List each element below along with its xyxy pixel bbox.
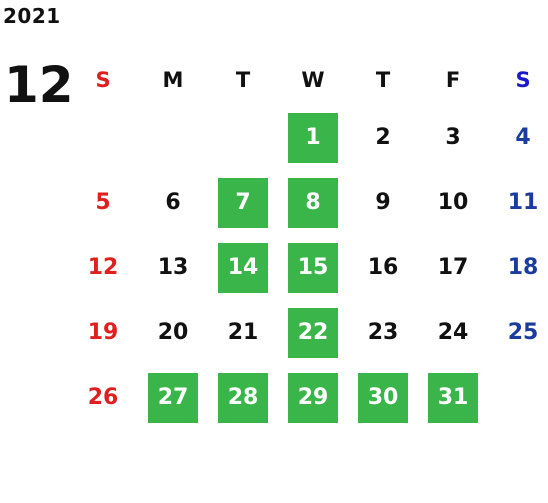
calendar-day: 22 xyxy=(278,300,348,365)
day-number: 24 xyxy=(437,320,469,345)
day-number: 14 xyxy=(227,255,259,280)
day-number: 27 xyxy=(157,385,189,410)
weekday-header-tuesday: T xyxy=(235,68,251,92)
calendar-year: 2021 xyxy=(3,4,61,28)
day-number: 22 xyxy=(297,320,329,345)
day-number: 9 xyxy=(375,190,391,215)
calendar-empty-cell xyxy=(68,105,138,170)
day-number: 11 xyxy=(507,190,539,215)
weekday-header-sunday: S xyxy=(95,68,111,92)
calendar-empty-cell xyxy=(138,105,208,170)
calendar-day: 10 xyxy=(418,170,488,235)
calendar-day: 26 xyxy=(68,365,138,430)
calendar-day: 6 xyxy=(138,170,208,235)
calendar-day: 24 xyxy=(418,300,488,365)
day-number: 16 xyxy=(367,255,399,280)
weekday-header-monday: M xyxy=(162,68,184,92)
calendar-day: 30 xyxy=(348,365,418,430)
day-number: 29 xyxy=(297,385,329,410)
calendar-day: 1 xyxy=(278,105,348,170)
day-number: 19 xyxy=(87,320,119,345)
day-number: 30 xyxy=(367,385,399,410)
calendar-empty-cell xyxy=(208,105,278,170)
weekday-header-wednesday: W xyxy=(301,68,325,92)
calendar-day: 3 xyxy=(418,105,488,170)
calendar-day: 19 xyxy=(68,300,138,365)
calendar-day: 31 xyxy=(418,365,488,430)
calendar-day: 29 xyxy=(278,365,348,430)
day-number: 20 xyxy=(157,320,189,345)
calendar-day: 15 xyxy=(278,235,348,300)
day-number: 4 xyxy=(515,125,531,150)
day-number: 10 xyxy=(437,190,469,215)
calendar-day: 18 xyxy=(488,235,548,300)
calendar-day: 8 xyxy=(278,170,348,235)
calendar-day: 5 xyxy=(68,170,138,235)
calendar-month: 12 xyxy=(4,56,74,114)
weekday-header-friday: F xyxy=(445,68,461,92)
day-number: 18 xyxy=(507,255,539,280)
calendar-day: 27 xyxy=(138,365,208,430)
calendar-day: 11 xyxy=(488,170,548,235)
day-number: 26 xyxy=(87,385,119,410)
calendar-day: 21 xyxy=(208,300,278,365)
calendar-day: 7 xyxy=(208,170,278,235)
day-number: 3 xyxy=(445,125,461,150)
calendar-day: 23 xyxy=(348,300,418,365)
day-number: 28 xyxy=(227,385,259,410)
day-number: 17 xyxy=(437,255,469,280)
weekday-header-saturday: S xyxy=(515,68,531,92)
day-number: 21 xyxy=(227,320,259,345)
calendar-day: 2 xyxy=(348,105,418,170)
calendar-day: 9 xyxy=(348,170,418,235)
day-number: 23 xyxy=(367,320,399,345)
calendar-day: 17 xyxy=(418,235,488,300)
day-number: 7 xyxy=(235,190,251,215)
day-number: 25 xyxy=(507,320,539,345)
day-number: 1 xyxy=(305,125,321,150)
calendar-day: 13 xyxy=(138,235,208,300)
calendar-day: 28 xyxy=(208,365,278,430)
calendar-empty-cell xyxy=(488,365,548,430)
calendar-day: 16 xyxy=(348,235,418,300)
calendar-day: 25 xyxy=(488,300,548,365)
day-number: 5 xyxy=(95,190,111,215)
calendar-day: 20 xyxy=(138,300,208,365)
day-number: 6 xyxy=(165,190,181,215)
day-number: 2 xyxy=(375,125,391,150)
weekday-header-thursday: T xyxy=(375,68,391,92)
calendar-day: 12 xyxy=(68,235,138,300)
day-number: 15 xyxy=(297,255,329,280)
day-number: 8 xyxy=(305,190,321,215)
day-number: 13 xyxy=(157,255,189,280)
day-number: 31 xyxy=(437,385,469,410)
day-number: 12 xyxy=(87,255,119,280)
calendar-day: 14 xyxy=(208,235,278,300)
calendar-day: 4 xyxy=(488,105,548,170)
